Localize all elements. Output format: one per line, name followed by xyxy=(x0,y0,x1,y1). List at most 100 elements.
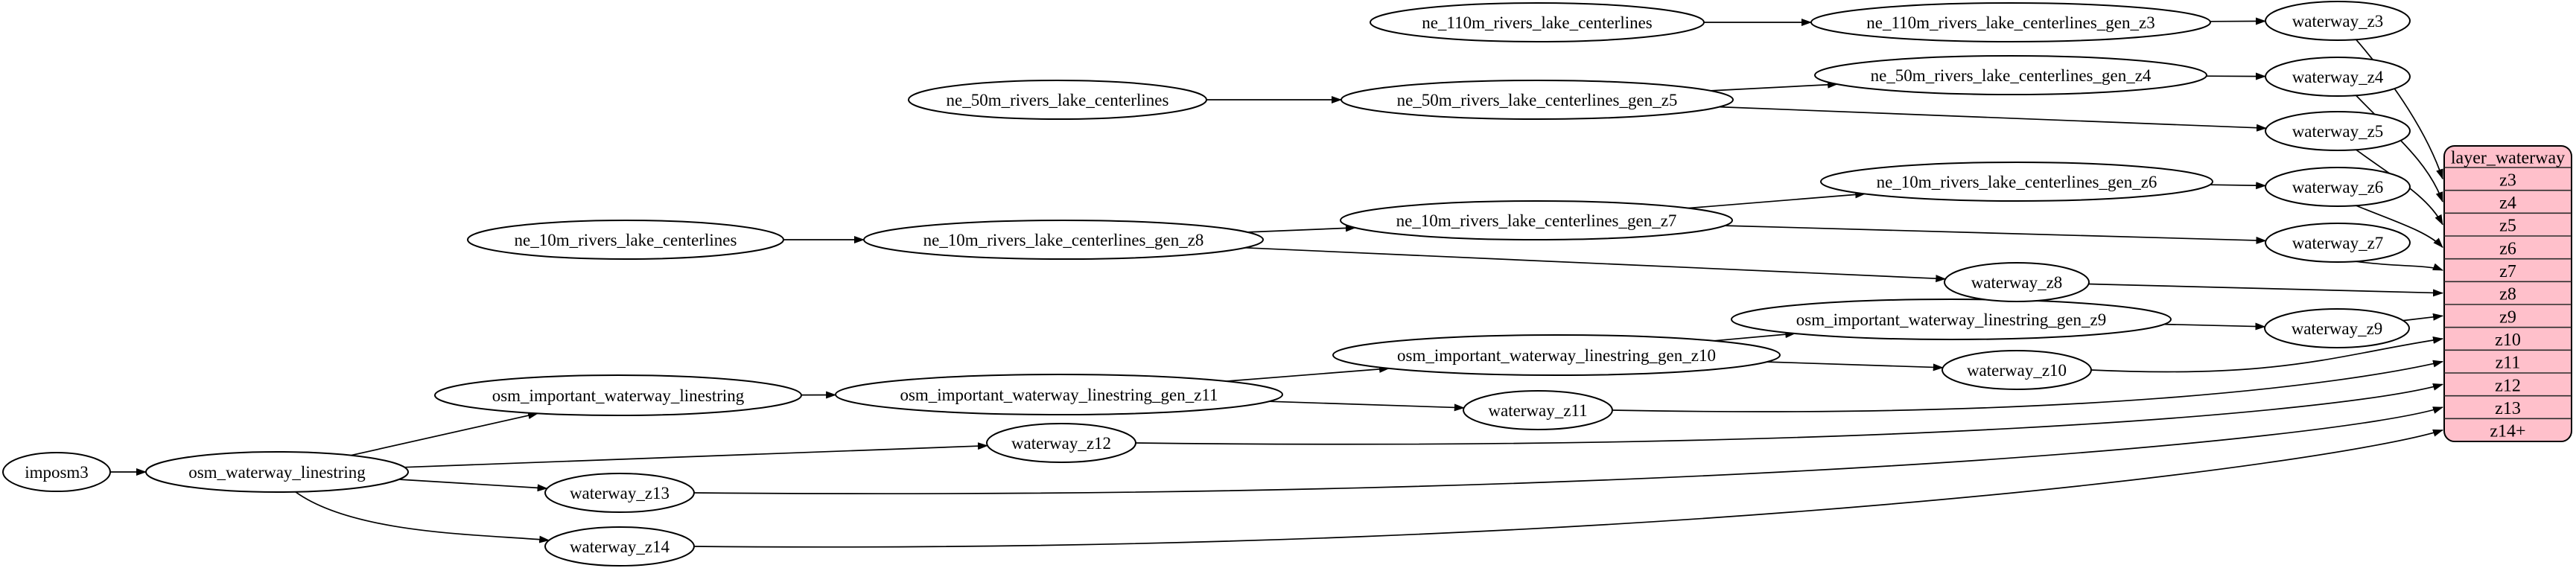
node-ellipse xyxy=(145,451,409,493)
node-label: ne_10m_rivers_lake_centerlines xyxy=(515,231,737,249)
edge-ne_50m_rivers_lake_centerlines_gen_z5-to-waterway_z5 xyxy=(1719,106,2267,132)
node-ne_50m_rivers_lake_centerlines_gen_z4: ne_50m_rivers_lake_centerlines_gen_z4 xyxy=(1814,55,2207,95)
node-label: ne_50m_rivers_lake_centerlines_gen_z5 xyxy=(1397,91,1678,109)
edge-osm_important_waterway_linestring_gen_z11-to-osm_important_waterway_linestring_gen_z10 xyxy=(1226,365,1390,382)
node-label: ne_50m_rivers_lake_centerlines xyxy=(947,91,1169,109)
node-ellipse xyxy=(544,526,695,567)
node-ellipse xyxy=(986,423,1136,463)
edge-osm_important_waterway_linestring_gen_z10-to-waterway_z10 xyxy=(1766,361,1944,371)
node-ellipse xyxy=(835,374,1283,415)
edge-osm_waterway_linestring-to-waterway_z13 xyxy=(398,479,548,492)
edge-waterway_z10-to-layer_waterway-z10 xyxy=(2090,336,2443,373)
node-label: waterway_z8 xyxy=(1971,273,2063,292)
table-row-z9: z9 xyxy=(2499,307,2516,327)
node-osm_important_waterway_linestring_gen_z10: osm_important_waterway_linestring_gen_z1… xyxy=(1332,334,1781,376)
node-ne_50m_rivers_lake_centerlines_gen_z5: ne_50m_rivers_lake_centerlines_gen_z5 xyxy=(1341,80,1734,120)
node-waterway_z6: waterway_z6 xyxy=(2265,167,2411,207)
table-background xyxy=(2443,145,2572,442)
node-ellipse xyxy=(467,220,784,260)
node-waterway_z14: waterway_z14 xyxy=(544,526,695,567)
edge-waterway_z13-to-layer_waterway-z13 xyxy=(693,406,2443,495)
node-ellipse xyxy=(1814,55,2207,95)
node-ellipse xyxy=(1731,299,2172,340)
node-ellipse xyxy=(1810,2,2211,42)
edge-waterway_z9-to-layer_waterway-z9 xyxy=(2402,313,2443,322)
edge-waterway_z3-to-layer_waterway-z3 xyxy=(2355,39,2443,180)
edge-waterway_z14-to-layer_waterway-z14+ xyxy=(693,429,2443,548)
edge-osm_important_waterway_linestring_gen_z11-to-waterway_z11 xyxy=(1268,401,1465,412)
edge-osm_waterway_linestring-to-waterway_z14 xyxy=(295,491,550,543)
node-ellipse xyxy=(1341,80,1734,120)
node-ne_10m_rivers_lake_centerlines: ne_10m_rivers_lake_centerlines xyxy=(467,220,784,260)
table-row-z3: z3 xyxy=(2499,170,2516,190)
node-waterway_z13: waterway_z13 xyxy=(544,473,695,513)
edge-waterway_z7-to-layer_waterway-z7 xyxy=(2356,261,2443,271)
node-label: osm_important_waterway_linestring_gen_z1… xyxy=(1397,346,1716,365)
node-ellipse xyxy=(2265,111,2411,151)
table-row-z10: z10 xyxy=(2495,331,2521,350)
node-label: waterway_z6 xyxy=(2292,178,2384,197)
node-waterway_z12: waterway_z12 xyxy=(986,423,1136,463)
edge-ne_10m_rivers_lake_centerlines_gen_z7-to-ne_10m_rivers_lake_centerlines_gen_z6 xyxy=(1688,191,1866,209)
node-label: waterway_z7 xyxy=(2292,234,2384,252)
table-row-z14+: z14+ xyxy=(2490,422,2525,441)
layer-waterway-table: layer_waterwayz3z4z5z6z7z8z9z10z11z12z13… xyxy=(2443,145,2572,442)
table-row-z7: z7 xyxy=(2499,262,2516,281)
node-osm_important_waterway_linestring_gen_z11: osm_important_waterway_linestring_gen_z1… xyxy=(835,374,1283,415)
node-ellipse xyxy=(2264,308,2410,348)
node-label: waterway_z12 xyxy=(1011,434,1111,453)
node-imposm3: imposm3 xyxy=(2,452,111,492)
node-ellipse xyxy=(1941,350,2092,390)
node-ne_110m_rivers_lake_centerlines_gen_z3: ne_110m_rivers_lake_centerlines_gen_z3 xyxy=(1810,2,2211,42)
node-ellipse xyxy=(1340,200,1733,240)
node-label: waterway_z13 xyxy=(570,484,670,502)
table-row-z12: z12 xyxy=(2495,376,2521,395)
edge-waterway_z12-to-layer_waterway-z12 xyxy=(1135,383,2443,445)
node-label: ne_10m_rivers_lake_centerlines_gen_z6 xyxy=(1877,173,2157,191)
table-layer: layer_waterwayz3z4z5z6z7z8z9z10z11z12z13… xyxy=(2443,145,2572,442)
node-label: waterway_z3 xyxy=(2292,12,2384,31)
node-osm_waterway_linestring: osm_waterway_linestring xyxy=(145,451,409,493)
edge-waterway_z8-to-layer_waterway-z8 xyxy=(2088,283,2443,297)
node-ne_50m_rivers_lake_centerlines: ne_50m_rivers_lake_centerlines xyxy=(908,80,1207,120)
node-label: ne_110m_rivers_lake_centerlines_gen_z3 xyxy=(1866,13,2154,32)
edge-ne_50m_rivers_lake_centerlines_gen_z5-to-ne_50m_rivers_lake_centerlines_gen_z4 xyxy=(1710,80,1839,92)
table-row-z8: z8 xyxy=(2499,285,2516,304)
node-ellipse xyxy=(434,374,802,416)
node-label: waterway_z5 xyxy=(2292,122,2384,141)
node-ellipse xyxy=(1332,334,1781,376)
node-ne_10m_rivers_lake_centerlines_gen_z8: ne_10m_rivers_lake_centerlines_gen_z8 xyxy=(863,220,1264,260)
node-ellipse xyxy=(1820,162,2213,202)
node-label: waterway_z9 xyxy=(2292,319,2383,338)
node-label: ne_50m_rivers_lake_centerlines_gen_z4 xyxy=(1871,66,2152,85)
edge-waterway_z6-to-layer_waterway-z6 xyxy=(2356,205,2443,249)
node-label: ne_10m_rivers_lake_centerlines_gen_z7 xyxy=(1396,211,1677,230)
node-ellipse xyxy=(2265,1,2411,41)
node-waterway_z11: waterway_z11 xyxy=(1463,390,1613,430)
node-ellipse xyxy=(1370,2,1705,42)
node-ellipse xyxy=(2265,167,2411,207)
edges-layer xyxy=(110,17,2443,548)
node-waterway_z7: waterway_z7 xyxy=(2265,223,2411,263)
node-waterway_z5: waterway_z5 xyxy=(2265,111,2411,151)
node-ellipse xyxy=(2265,57,2411,97)
edge-waterway_z11-to-layer_waterway-z11 xyxy=(1612,360,2443,412)
node-waterway_z9: waterway_z9 xyxy=(2264,308,2410,348)
node-waterway_z3: waterway_z3 xyxy=(2265,1,2411,41)
node-label: ne_110m_rivers_lake_centerlines xyxy=(1422,13,1653,32)
node-label: waterway_z4 xyxy=(2292,68,2384,86)
node-label: osm_waterway_linestring xyxy=(188,463,366,482)
nodes-layer: imposm3 osm_waterway_linestring osm_import… xyxy=(2,1,2411,567)
table-row-z11: z11 xyxy=(2496,354,2521,373)
edge-ne_10m_rivers_lake_centerlines_gen_z8-to-ne_10m_rivers_lake_centerlines_gen_z7 xyxy=(1247,224,1356,233)
node-ellipse xyxy=(2265,223,2411,263)
node-ellipse xyxy=(863,220,1264,260)
node-ellipse xyxy=(908,80,1207,120)
table-row-z5: z5 xyxy=(2499,217,2516,236)
node-label: osm_important_waterway_linestring xyxy=(492,386,745,405)
node-label: ne_10m_rivers_lake_centerlines_gen_z8 xyxy=(923,231,1204,249)
edge-osm_waterway_linestring-to-osm_important_waterway_linestring xyxy=(351,412,539,456)
edge-osm_waterway_linestring-to-waterway_z12 xyxy=(404,442,988,468)
node-ne_110m_rivers_lake_centerlines: ne_110m_rivers_lake_centerlines xyxy=(1370,2,1705,42)
